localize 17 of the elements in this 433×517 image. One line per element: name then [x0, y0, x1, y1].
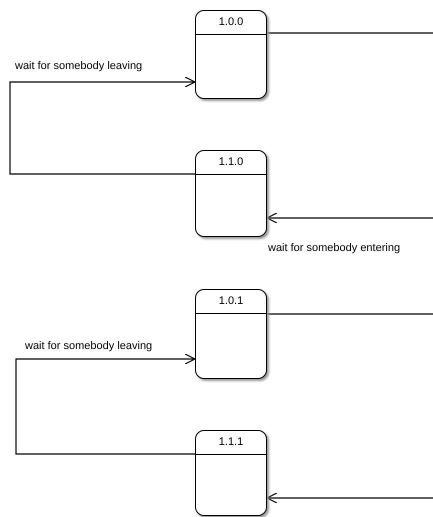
process-number: 1.1.0: [218, 155, 244, 170]
arrow: [266, 492, 433, 504]
process-box: [195, 150, 267, 237]
connector-line: [267, 32, 433, 34]
connector-line: [267, 313, 433, 315]
edge-label: wait for somebody leaving: [25, 340, 152, 352]
edge-label: wait for somebody leaving: [15, 60, 142, 72]
process-box: [195, 430, 267, 516]
process-number: 1.0.1: [218, 294, 244, 309]
edge-label: wait for somebody entering: [268, 242, 400, 254]
arrow: [266, 212, 433, 224]
process-box: [195, 10, 267, 99]
process-number: 1.0.0: [218, 15, 244, 30]
arrow: [9, 76, 196, 175]
process-number: 1.1.1: [218, 435, 244, 450]
arrow: [15, 353, 196, 455]
process-box: [195, 289, 267, 379]
